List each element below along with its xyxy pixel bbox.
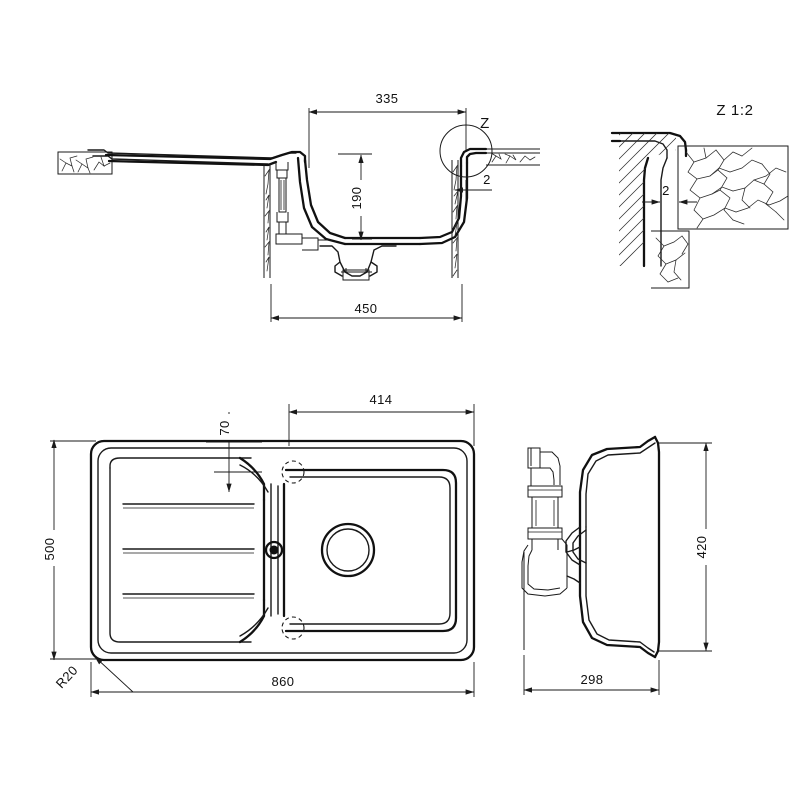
detail-callout-z-label: Z	[480, 115, 490, 132]
sink-outline-plan	[89, 439, 476, 662]
dimension-298: 298	[523, 655, 660, 695]
dimension-2-section: 2	[454, 172, 492, 200]
dimension-414-label: 414	[370, 392, 393, 407]
overflow-hole-plan	[264, 540, 284, 560]
drain-outlet-plan	[320, 522, 376, 578]
waste-trap-side	[521, 447, 581, 650]
drainer-grooves	[122, 503, 255, 599]
detail-z-title: Z 1:2	[716, 102, 753, 119]
counter-slab-mid-left	[263, 164, 271, 278]
tap-hole-marker-bottom	[281, 616, 305, 640]
dimension-500: 500	[42, 439, 96, 661]
drainer-area	[109, 457, 255, 643]
dimension-860-label: 860	[272, 674, 295, 689]
plan-view: 414 70 500	[42, 392, 476, 697]
detail-callout-z: Z	[439, 115, 493, 178]
counter-slab-left	[57, 151, 113, 175]
dimension-450-label: 450	[355, 301, 378, 316]
dimension-2-section-label: 2	[483, 172, 491, 187]
sink-bowl-plan	[284, 468, 458, 633]
dimension-420-label: 420	[694, 536, 709, 559]
dimension-190: 190	[338, 153, 372, 241]
dimension-500-label: 500	[42, 538, 57, 561]
drain-trap-body	[319, 245, 397, 281]
sink-section-profile	[87, 147, 488, 246]
dimension-298-label: 298	[581, 672, 604, 687]
dimension-70-label: 70	[217, 420, 232, 435]
stone-hatch-mid	[264, 168, 270, 272]
drainer-bowl-transition	[238, 456, 286, 644]
section-view-top: 335	[57, 91, 540, 322]
sink-side-profile	[565, 435, 661, 659]
dimension-420: 420	[659, 442, 715, 652]
dimension-335-label: 335	[376, 91, 399, 106]
stone-hatch-detail-small	[655, 235, 689, 283]
dimension-r20-label: R20	[53, 663, 81, 692]
stone-hatch-left	[59, 155, 111, 174]
dimension-190-label: 190	[349, 187, 364, 210]
dimension-414: 414	[288, 392, 475, 446]
dimension-2-detail-label: 2	[662, 183, 670, 198]
stone-hatch-counter-right	[490, 152, 536, 164]
dimension-860: 860	[90, 662, 475, 697]
worktop-stone-detail-lower	[651, 230, 690, 289]
dimension-r20: R20	[53, 656, 134, 693]
tap-hole-marker-top	[281, 460, 305, 484]
dimension-335: 335	[308, 91, 467, 168]
dimension-450: 450	[270, 284, 463, 322]
stone-hatch-detail-large	[685, 147, 788, 229]
detail-view-z: Z 1:2	[610, 102, 789, 289]
side-view: 420 298	[521, 435, 715, 695]
counter-slab-right	[451, 148, 540, 278]
dimension-2-detail: 2	[642, 180, 697, 225]
worktop-stone-detail	[677, 145, 789, 230]
dimension-70: 70	[206, 412, 262, 493]
waste-standpipe	[275, 162, 332, 251]
